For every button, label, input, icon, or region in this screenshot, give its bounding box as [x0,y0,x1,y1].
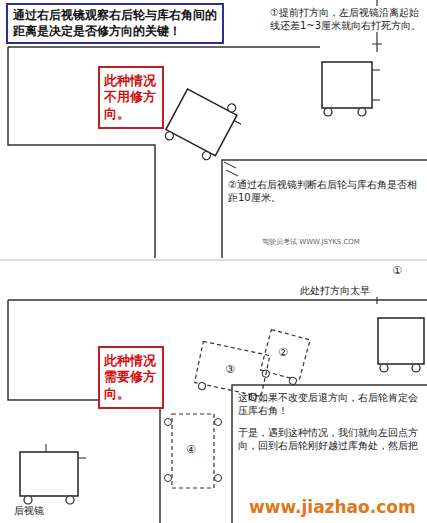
callout-number: ③ [225,363,241,377]
start-line-tick [372,44,382,45]
panel-divider [0,260,427,261]
note-label: ②通过右后视镜判断右后轮与库右角是否相距10厘米。 [228,178,418,204]
note-label: 这时如果不改变后退方向，右后轮肯定会压库右角！ [238,391,424,417]
note-box: 此种情况需要修方向。 [98,346,164,409]
note-label: ①提前打方向，左后视镜沿离起始线还差1~3厘米就向右打死方向。 [270,6,424,32]
callout-number: ④ [186,443,202,457]
distance-marks [224,162,238,176]
callout-number: ② [278,346,294,360]
car [378,318,424,372]
note-text: 此种情况需要修方向。 [104,353,158,402]
note-text: 此种情况不用修方向。 [104,73,158,122]
note-label: 后视镜 [14,504,74,517]
note-text: 通过右后视镜观察右后轮与库右角间的距离是决定是否修方向的关键！ [13,8,217,39]
car [20,444,86,504]
note-box: 通过右后视镜观察右后轮与库右角间的距离是决定是否修方向的关键！ [6,3,224,44]
car [322,62,380,116]
note-label: 驾驶员考试 WWW.JSYKS.COM [262,238,422,247]
note-label: www.jiazhao.com [249,496,425,518]
callout-number: ① [392,264,412,278]
note-label: 于是，遇到这种情况，我们就向左回点方向，回到右后轮刚好越过库角处，然后把 [238,426,424,452]
car-tilted [162,82,248,167]
note-box: 此种情况不用修方向。 [98,66,164,129]
road-outline [8,47,427,258]
car-dashed [259,330,310,386]
road-outline [8,300,427,523]
note-label: 此处打方向太早 [300,284,420,297]
car-dashed [165,414,222,488]
